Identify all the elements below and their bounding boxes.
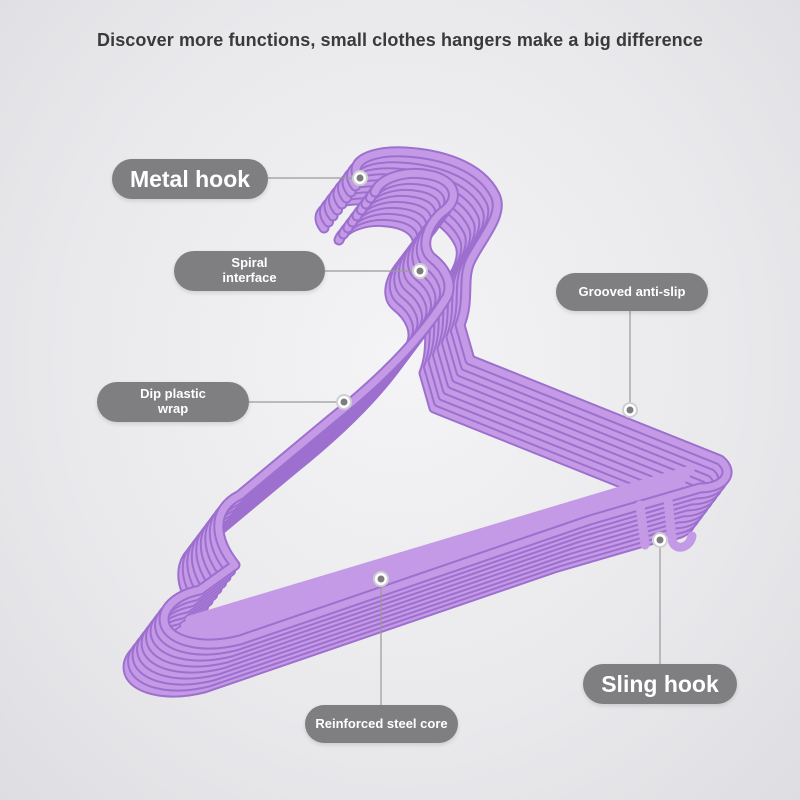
sling-hook-shape — [635, 495, 697, 552]
label-spiral-interface: Spiral interface — [174, 251, 325, 291]
label-sling-hook: Sling hook — [583, 664, 737, 704]
label-grooved-anti-slip: Grooved anti-slip — [556, 273, 708, 311]
label-metal-hook: Metal hook — [112, 159, 268, 199]
label-reinforced-steel-core: Reinforced steel core — [305, 705, 458, 743]
hanger-stack — [122, 146, 733, 698]
hanger-wire — [160, 148, 731, 648]
marker-dots — [336, 170, 668, 587]
leader-lines — [248, 177, 661, 705]
hanger-bottom-bar — [185, 465, 695, 625]
label-dip-plastic-wrap: Dip plastic wrap — [97, 382, 249, 422]
headline: Discover more functions, small clothes h… — [97, 30, 703, 50]
